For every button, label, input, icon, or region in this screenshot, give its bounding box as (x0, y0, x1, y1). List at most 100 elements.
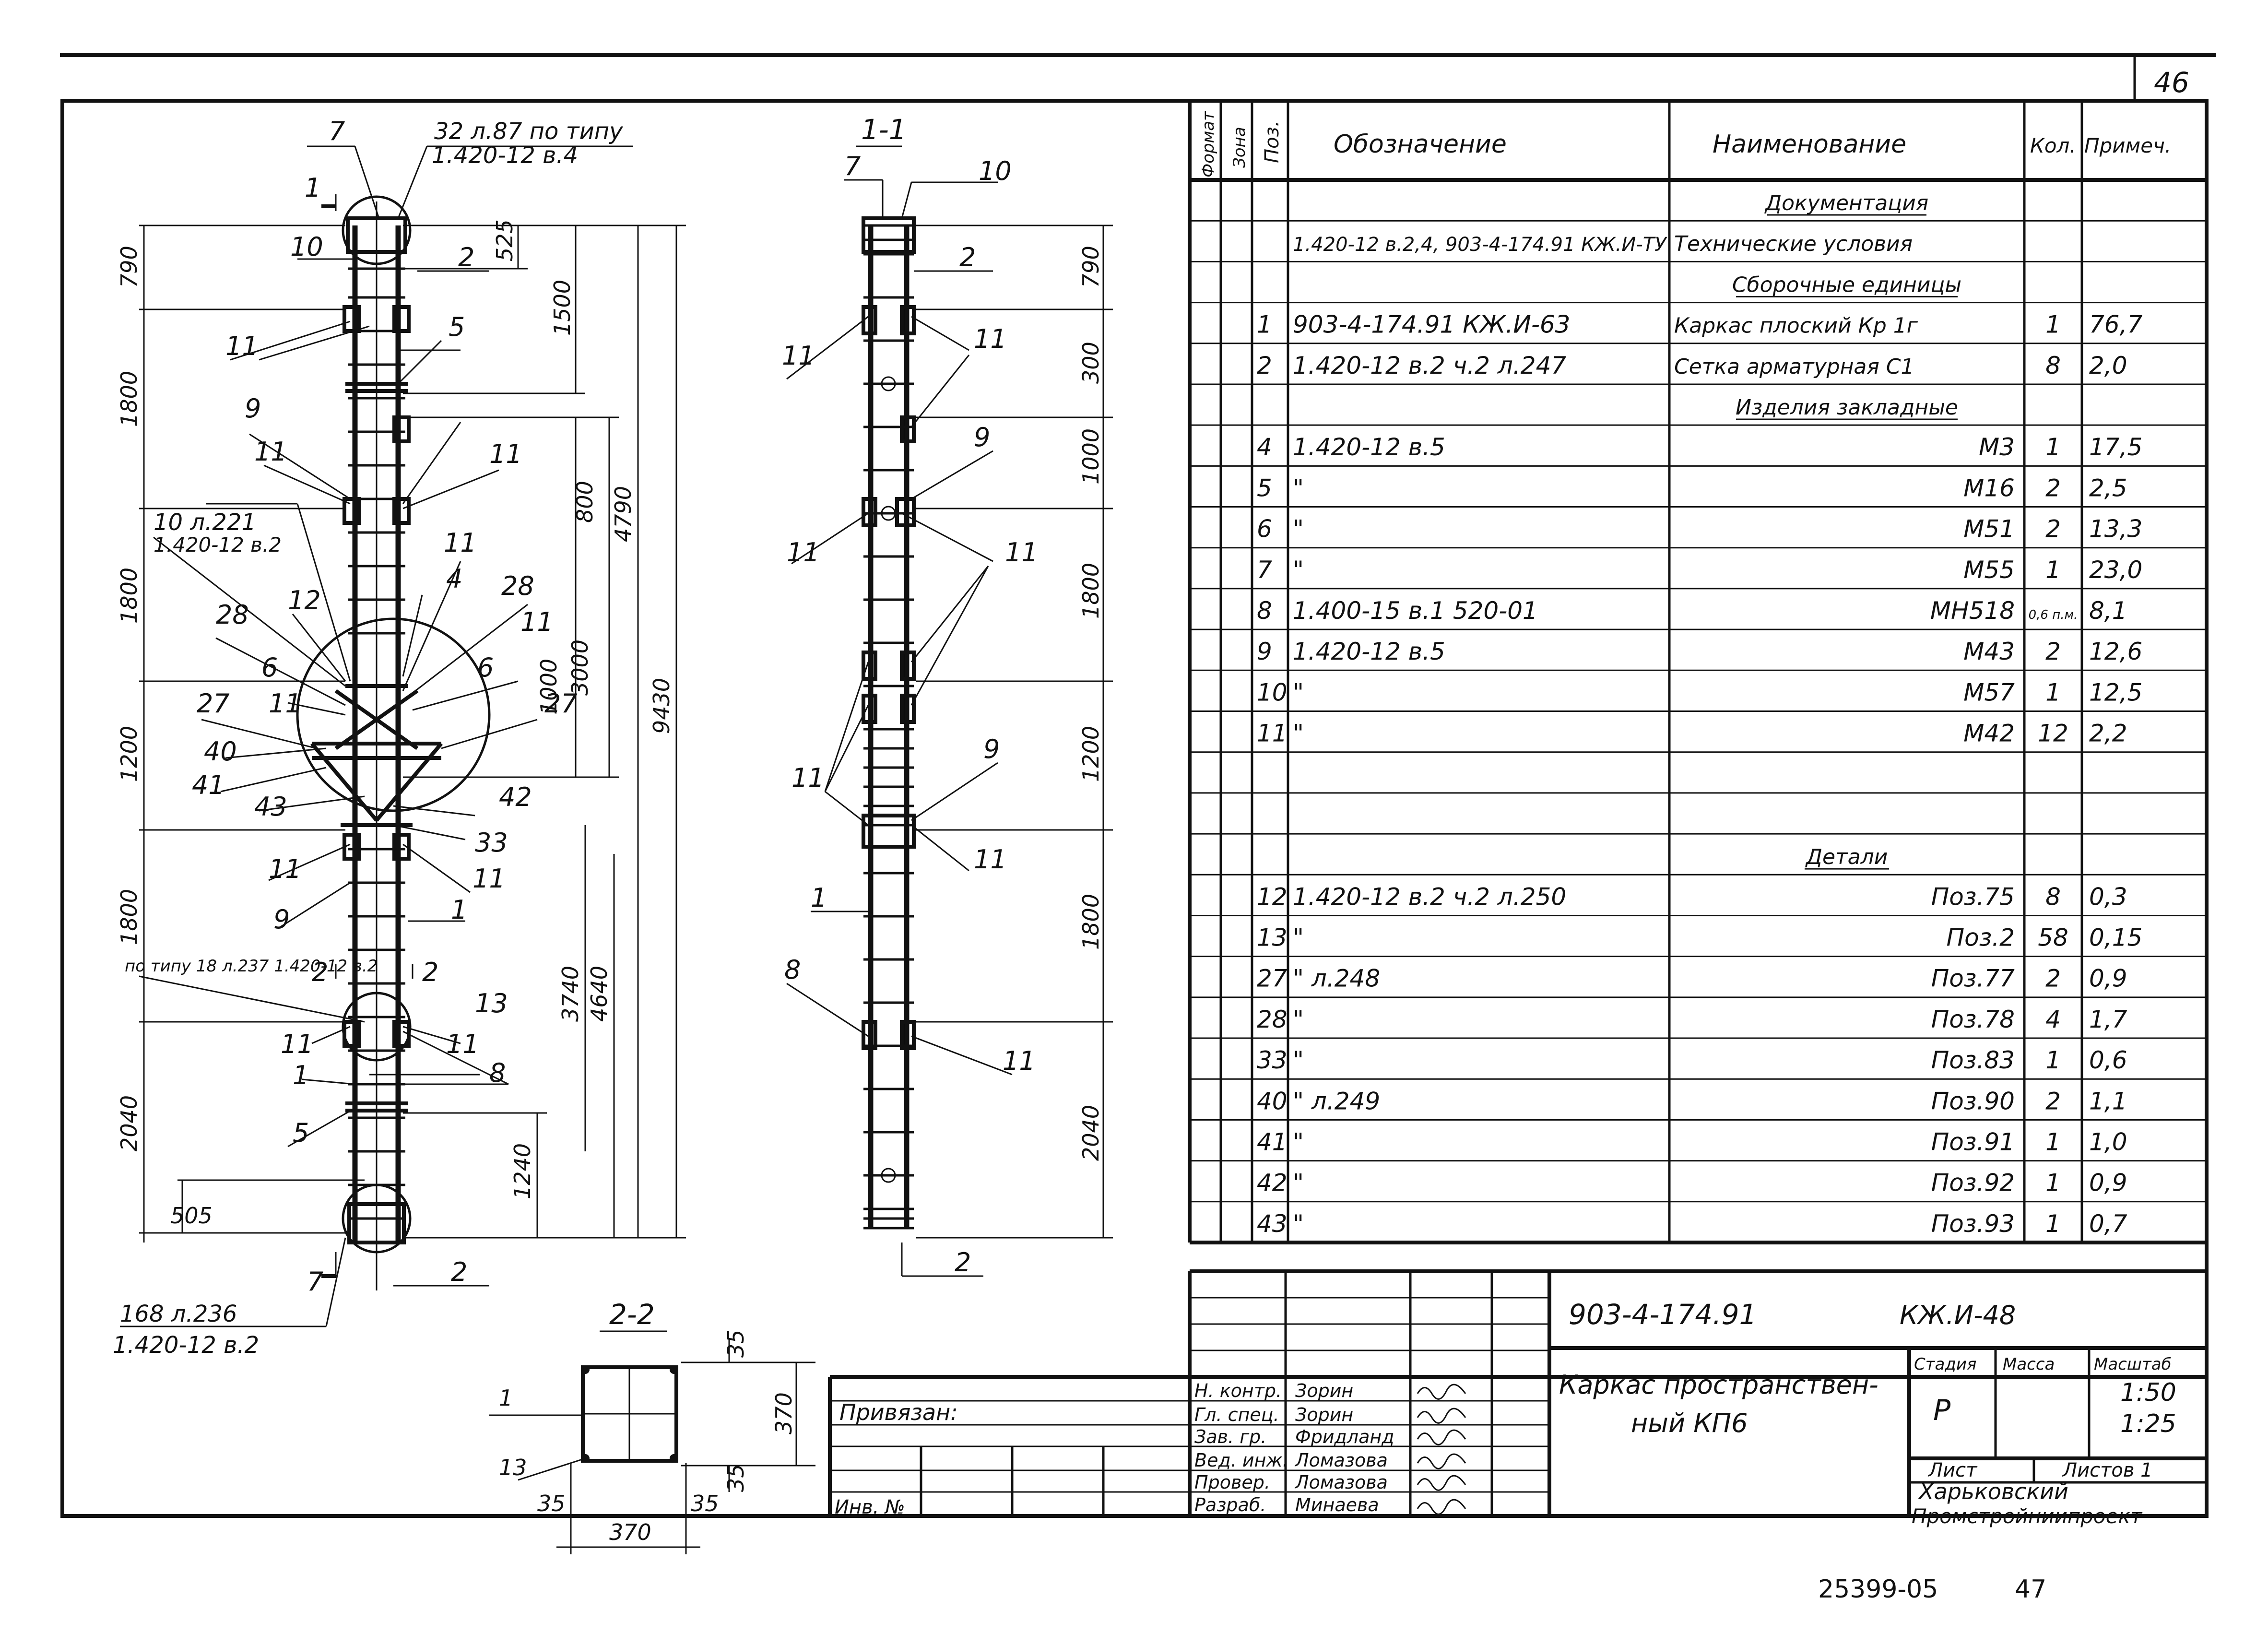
row-name: М57 (1963, 678, 2015, 706)
row-designation: " (1293, 1046, 1304, 1074)
row-note: 2,0 (2089, 352, 2127, 379)
callout: 7 (307, 1266, 323, 1297)
callout: 32 л.87 по типу (434, 118, 623, 145)
row-pos: 9 (1257, 638, 1272, 665)
callout: 7 (844, 151, 861, 181)
row-name: МН518 (1930, 597, 2015, 625)
row-name: Поз.78 (1931, 1006, 2015, 1033)
row-pos: 10 (1257, 678, 1288, 706)
main-view: 7 32 л.87 по типу 1.420-12 в.4 1 10 2 11… (113, 116, 686, 1359)
signature-name: Зорин (1295, 1380, 1353, 1401)
dim-label: 300 (1078, 342, 1104, 384)
dim-label: 9430 (649, 678, 674, 734)
row-name: М55 (1963, 556, 2015, 584)
row-qty: 8 (2045, 883, 2061, 911)
title-line-1: Каркас пространствен- (1559, 1370, 1878, 1400)
signature-role: Разраб. (1194, 1494, 1266, 1515)
callout: 13 (499, 1455, 527, 1480)
callout: 41 (192, 770, 225, 800)
dim-label: 1240 (509, 1143, 535, 1199)
callout: 11 (269, 688, 302, 719)
callout: 1 (499, 1385, 513, 1411)
inv-label: Инв. № (835, 1496, 905, 1518)
row-designation: " (1293, 720, 1304, 747)
title-line-2: ный КП6 (1631, 1408, 1748, 1438)
callout: 11 (254, 437, 287, 467)
callout: по типу 18 л.237 1.420-12 в.2 (125, 957, 378, 976)
row-section-heading: Детали (1805, 845, 1888, 869)
row-note: 12,6 (2089, 638, 2142, 665)
dim-label: 1800 (1078, 563, 1104, 619)
callout: 6 (477, 652, 494, 683)
row-designation: 1.420-12 в.5 (1293, 433, 1445, 461)
row-qty: 0,6 п.м. (2029, 608, 2078, 622)
row-designation: " (1293, 1006, 1304, 1033)
callout: 9 (974, 422, 990, 452)
row-section-heading: Сборочные единицы (1732, 272, 1961, 297)
row-name: М3 (1979, 433, 2015, 461)
row-pos: 43 (1257, 1210, 1288, 1238)
callout: 11 (974, 844, 1007, 875)
row-pos: 11 (1257, 720, 1288, 747)
row-pos: 41 (1257, 1128, 1288, 1156)
header-pos: Поз. (1261, 120, 1283, 163)
signature-role: Н. контр. (1194, 1380, 1282, 1401)
row-pos: 12 (1257, 883, 1288, 911)
row-qty: 2 (2045, 638, 2061, 665)
row-note: 0,15 (2089, 924, 2142, 952)
callout: 28 (216, 600, 249, 630)
callout: 11 (974, 324, 1007, 354)
callout: 4 (446, 564, 462, 594)
callout: 11 (782, 341, 815, 371)
dim-label: 1200 (116, 726, 142, 782)
row-designation: 1.420-12 в.2,4, 903-4-174.91 КЖ.И-ТУ (1293, 234, 1667, 256)
title-block: 903-4-174.91 КЖ.И-48 Каркас пространстве… (828, 1269, 2207, 1528)
callout: 11 (269, 854, 302, 884)
sheet-label: Лист (1927, 1459, 1978, 1481)
row-qty: 1 (2045, 1169, 2061, 1197)
page-code: 47 (2015, 1575, 2046, 1604)
row-pos: 40 (1257, 1087, 1288, 1115)
row-pos: 33 (1257, 1046, 1288, 1074)
row-note: 0,3 (2089, 883, 2127, 911)
row-name: Поз.93 (1931, 1210, 2015, 1238)
signature-name: Фридланд (1295, 1426, 1394, 1447)
row-qty: 1 (2045, 433, 2061, 461)
callout: 11 (1005, 537, 1038, 568)
callout: 27 (544, 688, 578, 719)
callout: 168 л.236 (120, 1301, 237, 1327)
row-name: Технические условия (1674, 232, 1913, 256)
callout: 1 (451, 895, 467, 925)
callout: 9 (983, 734, 1000, 764)
dim-label: 2040 (1078, 1105, 1104, 1161)
callout: 11 (225, 331, 259, 361)
row-designation: " (1293, 678, 1304, 706)
callout: 2 (959, 242, 976, 272)
signature-name: Зорин (1295, 1404, 1353, 1425)
callout: 10 л.221 (154, 509, 256, 536)
row-pos: 28 (1257, 1006, 1288, 1033)
dim-label: 35 (723, 1329, 749, 1358)
row-name: Поз.75 (1931, 883, 2015, 911)
dim-label: 370 (609, 1519, 651, 1545)
signature-name: Ломазова (1294, 1450, 1388, 1471)
row-designation: " (1293, 1169, 1304, 1197)
row-name: Поз.77 (1931, 965, 2015, 993)
signature-name: Минаева (1295, 1494, 1379, 1515)
callout: 1 (293, 1060, 309, 1090)
row-qty: 2 (2045, 965, 2061, 993)
row-name: М43 (1963, 638, 2015, 665)
callout: 1 (811, 883, 827, 913)
stage-label: Стадия (1914, 1355, 1976, 1374)
signature-role: Гл. спец. (1194, 1404, 1279, 1425)
callout: 1.420-12 в.4 (432, 142, 578, 169)
dim-label: 35 (537, 1491, 566, 1516)
signature-role: Зав. гр. (1194, 1426, 1266, 1447)
row-section-heading: Изделия закладные (1736, 395, 1958, 420)
callout: 27 (197, 688, 230, 719)
row-pos: 42 (1257, 1169, 1288, 1197)
mass-label: Масса (2003, 1355, 2055, 1374)
callout: 40 (204, 736, 237, 767)
row-name: М51 (1963, 515, 2015, 543)
signature-scribbles (1417, 1384, 1466, 1515)
